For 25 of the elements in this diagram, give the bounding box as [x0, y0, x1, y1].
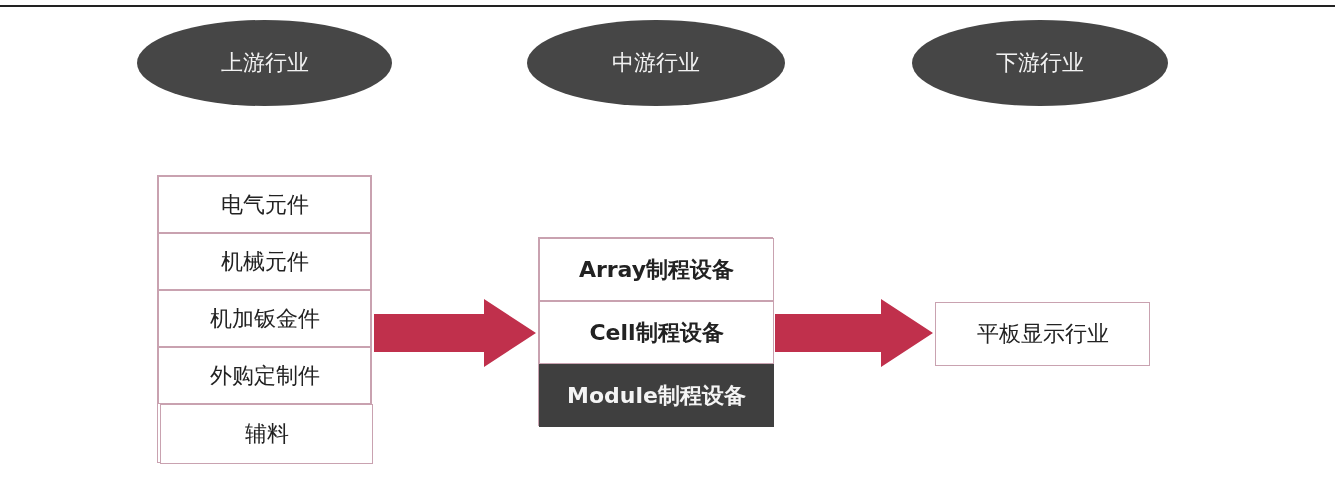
block-arrow [374, 299, 536, 367]
item-label: 外购定制件 [209, 361, 320, 390]
item-label: Array制程设备 [578, 255, 735, 284]
item-label: 机械元件 [220, 247, 309, 276]
item-label: Module制程设备 [567, 381, 746, 410]
category-label: 上游行业 [220, 49, 309, 77]
stack-box [538, 237, 773, 426]
highlight-box [539, 364, 774, 427]
item-box [158, 347, 371, 404]
item-box [160, 404, 373, 464]
item-label: 辅料 [244, 420, 289, 448]
item-box [158, 176, 371, 233]
item-box [539, 301, 774, 364]
item-label: Cell制程设备 [589, 318, 724, 347]
category-label: 下游行业 [996, 49, 1084, 77]
item-box [158, 233, 371, 290]
item-box [935, 302, 1150, 366]
category-label: 中游行业 [612, 49, 700, 77]
item-label: 电气元件 [220, 190, 309, 219]
item-box [158, 290, 371, 347]
item-box [539, 238, 774, 301]
item-label: 机加钣金件 [209, 304, 320, 333]
stack-box [157, 175, 372, 463]
item-label: 平板显示行业 [976, 320, 1109, 348]
block-arrow [775, 299, 933, 367]
